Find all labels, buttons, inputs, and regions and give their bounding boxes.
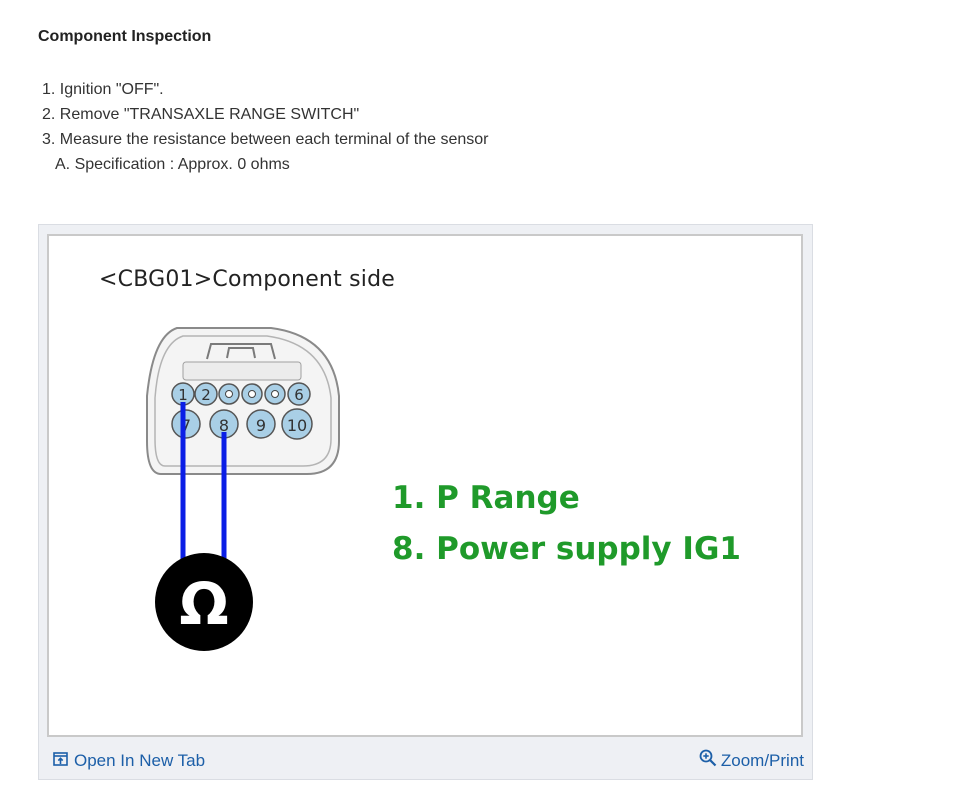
pin-9-label: 9 (256, 416, 266, 435)
pin-1-label: 1 (178, 386, 188, 404)
pin-2-label: 2 (201, 386, 211, 404)
connector-latch (206, 343, 276, 360)
pin-row-bottom: 7 8 9 10 (171, 408, 313, 440)
figure-box: 1 2 6 7 8 9 10 (38, 224, 813, 780)
pin-7-label: 7 (181, 416, 191, 435)
pin-8-label: 8 (219, 416, 229, 435)
figure-footer: Open In New Tab Zoom/Print (39, 743, 812, 779)
ohmmeter-symbol: Ω (179, 570, 228, 638)
open-in-new-tab-label: Open In New Tab (74, 751, 206, 770)
pin-6-label: 6 (294, 386, 304, 404)
zoom-print-label: Zoom/Print (720, 750, 804, 770)
pin-2 (194, 382, 218, 406)
step-3a: A. Specification : Approx. 0 ohms (55, 156, 290, 173)
step-2: 2. Remove "TRANSAXLE RANGE SWITCH" (42, 106, 360, 123)
pin-row-top: 1 2 6 (171, 382, 311, 406)
zoom-print-link[interactable]: Zoom/Print (699, 749, 804, 772)
inspection-steps: 1. Ignition "OFF". 2. Remove "TRANSAXLE … (42, 77, 488, 177)
legend-item-2: 8. Power supply IG1 (392, 531, 741, 567)
pin-10 (281, 408, 313, 440)
magnifier-plus-icon (699, 749, 717, 772)
connector-diagram: 1 2 6 7 8 9 10 (146, 327, 340, 651)
figure-image: 1 2 6 7 8 9 10 (47, 234, 803, 737)
connector-keyway (182, 361, 302, 381)
legend-item-1: 1. P Range (392, 480, 580, 516)
pin-6 (287, 382, 311, 406)
open-in-new-tab-link[interactable]: Open In New Tab (53, 751, 205, 771)
pin-7 (171, 409, 201, 439)
figure-caption: <CBG01>Component side (99, 267, 395, 292)
pin-4-dot (248, 390, 256, 398)
ohmmeter-icon (155, 553, 253, 651)
page-heading: Component Inspection (38, 28, 212, 45)
pin-5-dot (271, 390, 279, 398)
step-1: 1. Ignition "OFF". (42, 81, 164, 98)
connector-housing-inner (154, 335, 332, 467)
open-in-new-tab-icon (53, 751, 68, 771)
pin-10-label: 10 (287, 416, 307, 435)
step-3: 3. Measure the resistance between each t… (42, 131, 489, 148)
pin-9 (246, 409, 276, 439)
pin-3-dot (225, 390, 233, 398)
connector-latch-inner (226, 347, 256, 359)
